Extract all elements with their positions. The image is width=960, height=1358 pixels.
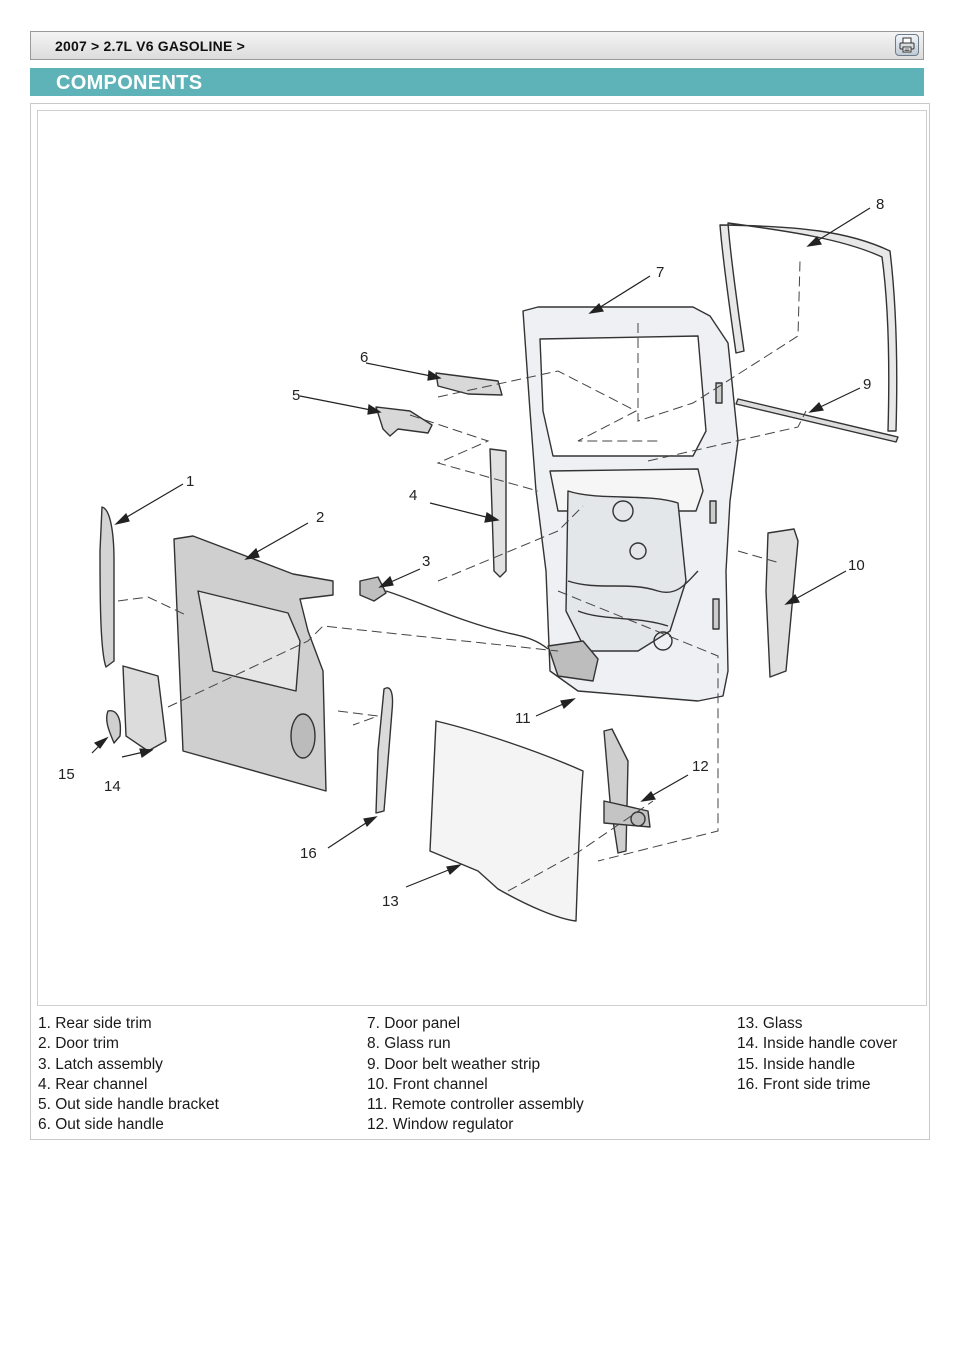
callout-15: 15 (58, 766, 75, 783)
section-title: COMPONENTS (56, 72, 203, 94)
window-regulator-part (603, 728, 651, 854)
out-side-handle-part (435, 372, 503, 396)
legend-item: 3. Latch assembly (38, 1055, 163, 1073)
callout-16: 16 (300, 845, 317, 862)
breadcrumb-bar: 2007 > 2.7L V6 GASOLINE > (30, 31, 924, 60)
parts-legend: 1. Rear side trim 2. Door trim 3. Latch … (38, 1014, 928, 1139)
callout-5: 5 (292, 387, 300, 404)
legend-item: 1. Rear side trim (38, 1015, 152, 1032)
rear-side-trim-part (99, 506, 115, 668)
rear-channel-part (489, 448, 507, 578)
latch-assembly-part (359, 576, 549, 650)
legend-item: 12. Window regulator (367, 1116, 514, 1134)
remote-controller-part (547, 640, 599, 682)
callout-13: 13 (382, 893, 399, 910)
legend-item: 8. Glass run (367, 1035, 451, 1053)
breadcrumb: 2007 > 2.7L V6 GASOLINE > (55, 38, 245, 54)
exploded-door-diagram: 1 2 3 4 5 6 7 8 9 10 11 12 13 14 15 16 (58, 196, 899, 922)
callout-2: 2 (316, 509, 324, 526)
door-panel-part (522, 306, 739, 702)
callout-6: 6 (360, 349, 368, 366)
legend-item: 13. Glass (737, 1015, 803, 1032)
legend-column-3: 13. Glass 14. Inside handle cover 15. In… (737, 1014, 897, 1095)
printer-icon (899, 37, 915, 53)
callout-1: 1 (186, 473, 194, 490)
legend-item: 5. Out side handle bracket (38, 1096, 219, 1114)
legend-item: 15. Inside handle (737, 1055, 856, 1073)
legend-column-1: 1. Rear side trim 2. Door trim 3. Latch … (38, 1014, 219, 1136)
door-belt-strip-part (735, 398, 899, 443)
door-trim-part (173, 535, 334, 792)
legend-column-2: 7. Door panel 8. Glass run 9. Door belt … (367, 1014, 584, 1136)
legend-item: 4. Rear channel (38, 1075, 148, 1093)
bracket-part (375, 406, 433, 437)
front-side-trim-part (375, 687, 394, 814)
legend-item: 7. Door panel (367, 1015, 461, 1032)
glass-part (429, 720, 584, 922)
legend-item: 9. Door belt weather strip (367, 1055, 541, 1073)
callout-10: 10 (848, 557, 865, 574)
glass-run-part (719, 222, 898, 432)
callout-3: 3 (422, 553, 430, 570)
callout-8: 8 (876, 196, 884, 213)
callout-9: 9 (863, 376, 871, 393)
legend-item: 6. Out side handle (38, 1116, 164, 1134)
print-button[interactable] (895, 34, 919, 56)
front-channel-part (765, 528, 799, 678)
legend-item: 16. Front side trime (737, 1075, 871, 1093)
legend-item: 2. Door trim (38, 1035, 119, 1053)
legend-item: 10. Front channel (367, 1075, 488, 1093)
inside-handle-cover-part (122, 665, 167, 752)
legend-item: 14. Inside handle cover (737, 1035, 898, 1053)
callout-7: 7 (656, 264, 664, 281)
callout-11: 11 (515, 710, 531, 727)
callout-14: 14 (104, 778, 121, 795)
inside-handle-part (105, 710, 122, 744)
legend-item: 11. Remote controller assembly (367, 1096, 584, 1114)
callout-12: 12 (692, 758, 709, 775)
callout-4: 4 (409, 487, 417, 504)
section-header: COMPONENTS (30, 68, 924, 96)
components-diagram: 1 2 3 4 5 6 7 8 9 10 11 12 13 14 15 16 (37, 110, 927, 1006)
